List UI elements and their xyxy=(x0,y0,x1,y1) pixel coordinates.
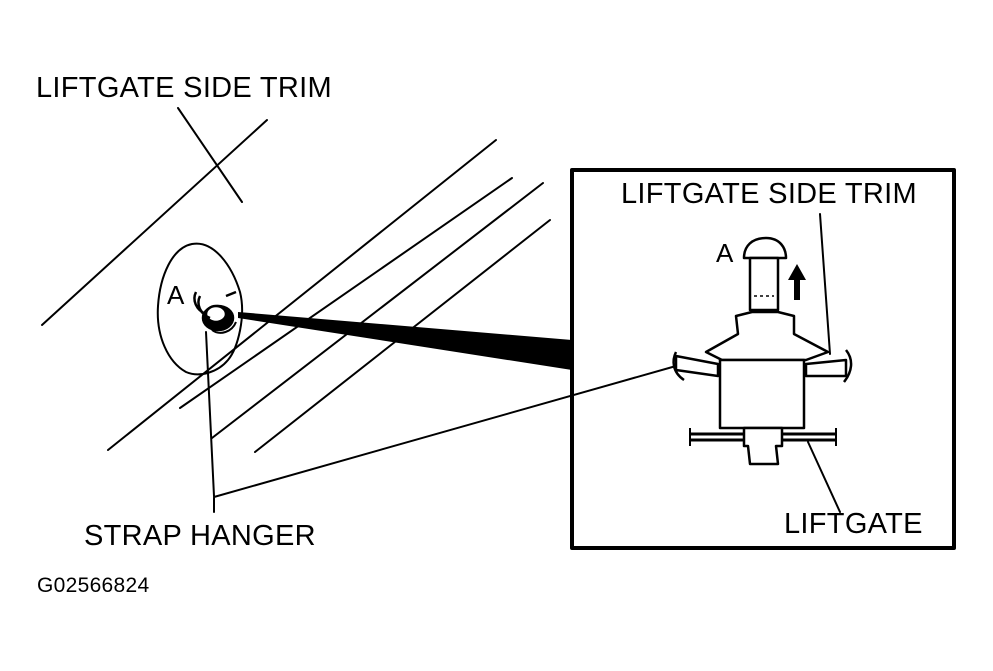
trim-leader-line xyxy=(177,107,243,203)
magnifier-cone xyxy=(238,312,572,370)
strap-hanger-clip xyxy=(193,290,237,334)
inset-to-hanger-leader xyxy=(213,365,677,498)
inset-trim-label: LIFTGATE SIDE TRIM xyxy=(621,178,917,210)
up-arrow-icon xyxy=(788,264,806,300)
strap-hanger-leader-a xyxy=(205,331,215,497)
liftgate-leader xyxy=(807,441,841,513)
inset-trim-leader xyxy=(819,213,831,355)
callout-a-main: A xyxy=(167,280,185,310)
inset-clip xyxy=(672,236,853,466)
figure-id: G02566824 xyxy=(37,574,150,597)
trim-panel-edges xyxy=(41,119,551,453)
strap-hanger-bubble xyxy=(156,242,244,376)
liftgate-label: LIFTGATE xyxy=(784,508,923,540)
strap-hanger-label: STRAP HANGER xyxy=(84,520,316,552)
main-trim-label: LIFTGATE SIDE TRIM xyxy=(36,72,332,104)
callout-a-inset: A xyxy=(716,238,734,268)
